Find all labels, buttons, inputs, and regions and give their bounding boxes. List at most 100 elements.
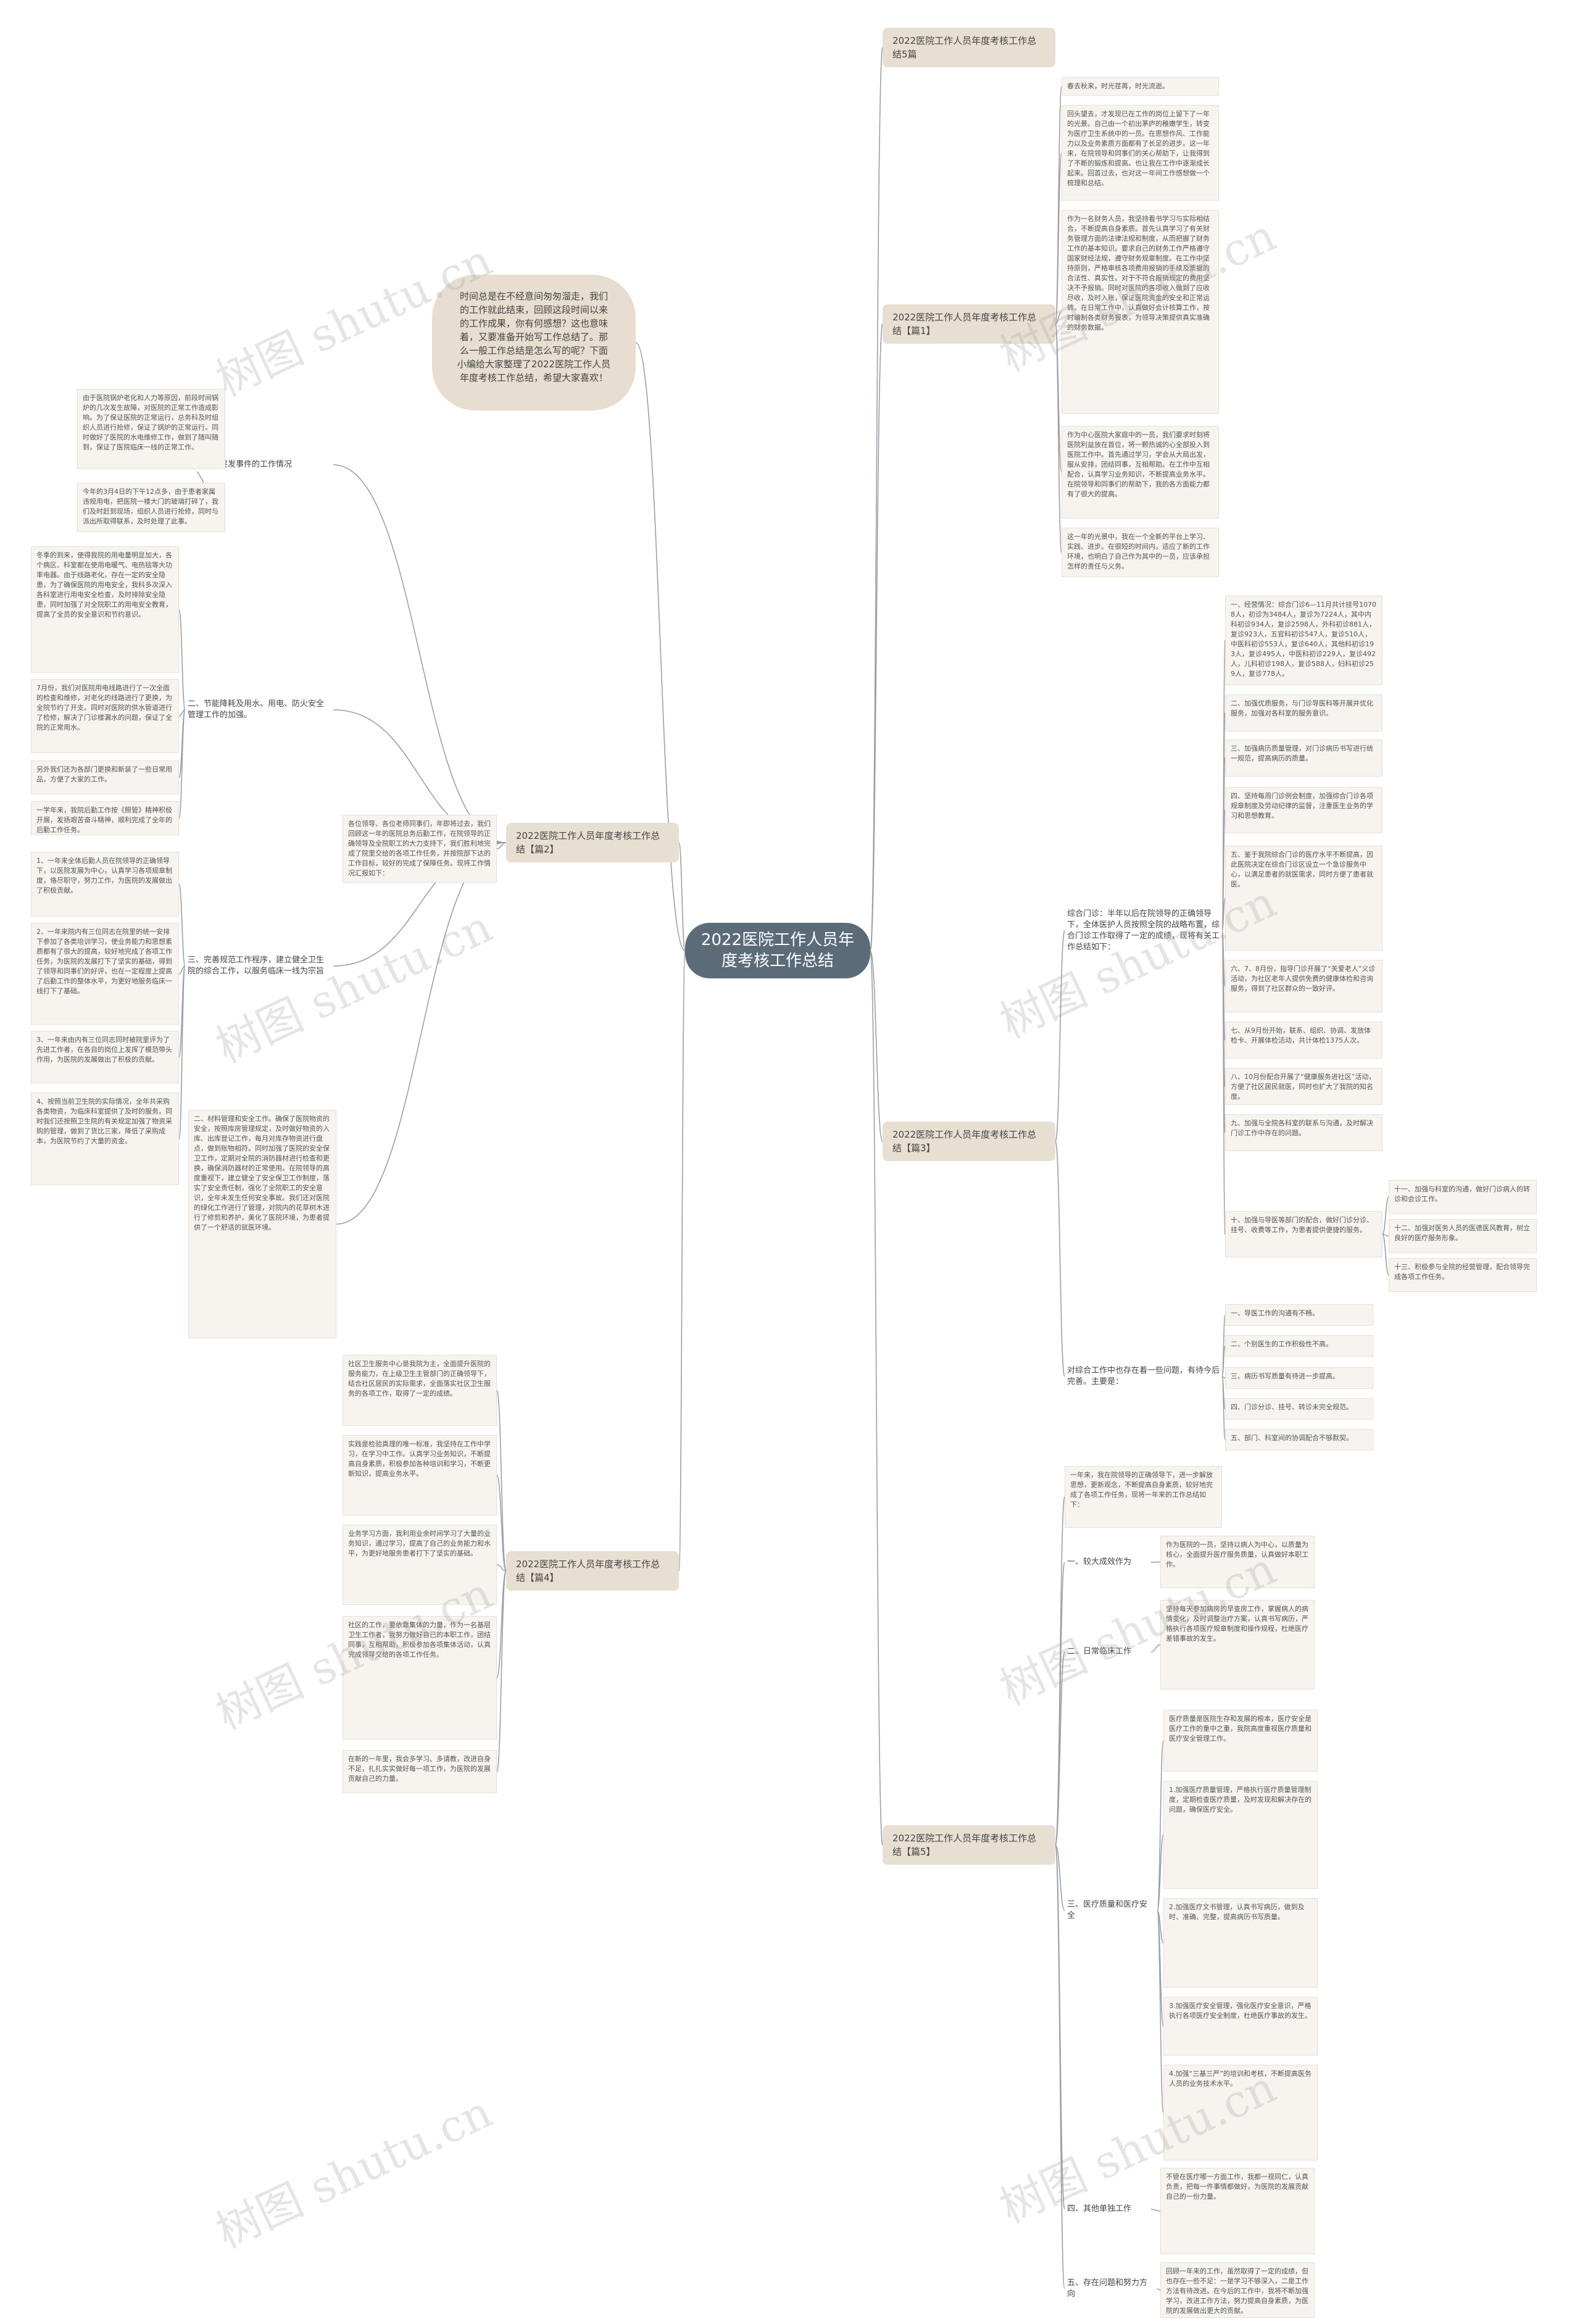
leaf-text: 作为一名财务人员，我坚持看书学习与实际相结合，不断提高自身素质。首先认真学习了有… — [1062, 210, 1219, 414]
connector-line — [1157, 1834, 1164, 1911]
connector-line — [1055, 311, 1062, 325]
leaf-text: 这一年的光景中，我在一个全新的平台上学习、实践、进步。在很短的时间内，适应了新的… — [1062, 528, 1219, 577]
leaf-text: 三、病历书写质量有待进一步提高。 — [1225, 1367, 1373, 1389]
connector-line — [178, 709, 186, 819]
branch-title[interactable]: 2022医院工作人员年度考核工作总结5篇 — [883, 28, 1055, 67]
leaf-text: 医疗质量是医院生存和发展的根本，医疗安全是医疗工作的重中之重，我院高度重视医疗质… — [1163, 1710, 1318, 1772]
connector-line — [1157, 1910, 1164, 2114]
connector-line — [1157, 1740, 1164, 1911]
leaf-text: 回头望去，才发现已在工作的岗位上留下了一年的光景。自己由一个初出茅庐的稚嫩学生，… — [1062, 105, 1219, 201]
leaf-text: 社区卫生服务中心是我院为主，全面提升医院的服务能力，在上级卫生主管部门的正确领导… — [343, 1355, 497, 1426]
leaf-text: 一年来，我在院领导的正确领导下，进一步解放思想，更新观念，不断提高自身素质，较好… — [1065, 1466, 1222, 1528]
connector-line — [1055, 1651, 1065, 1846]
connector-line — [178, 965, 186, 1139]
connector-line — [1055, 1141, 1065, 1377]
branch-part3[interactable]: 2022医院工作人员年度考核工作总结【篇3】 — [883, 1122, 1055, 1161]
leaf-text: 7月份，我们对医院用电线路进行了一次全面的检查和维修，对老化的线路进行了更换，为… — [31, 679, 179, 753]
intro-bubble: 时间总是在不经意间匆匆溜走，我们的工作就此结束，回顾这段时间以来的工作成果，你有… — [432, 275, 636, 410]
subtopic[interactable]: 三、医疗质量和医疗安全 — [1065, 1898, 1157, 1923]
subtopic[interactable]: 三、完善规范工作程序，建立健全卫生院的综合工作，以服务临床一线为宗旨 — [185, 954, 333, 978]
connector-line — [336, 842, 507, 1225]
connector-line — [1150, 2209, 1161, 2212]
leaf-text: 四、门诊分诊、挂号、转诊未完全规范。 — [1225, 1398, 1373, 1420]
leaf-text: 一学年来，我院后勤工作按《照管》精神积极开展，发扬艰苦奋斗精神，顺利完成了全年的… — [31, 801, 179, 835]
connector-line — [635, 342, 686, 951]
leaf-text: 3、一年来由内有三位同志同时被院里评为了先进工作者，在各自的岗位上发挥了模范带头… — [31, 1031, 179, 1083]
subtopic[interactable]: 二、节能降耗及用水、用电、防火安全管理工作的加强。 — [185, 698, 333, 722]
connector-line — [1150, 1561, 1161, 1563]
leaf-text: 坚持每天参加病房的早查房工作，掌握病人的病情变化，及时调整治疗方案，认真书写病历… — [1160, 1600, 1315, 1689]
connector-line — [870, 950, 883, 1846]
leaf-text: 十三、积极参与全院的经营管理，配合领导完成各项工作任务。 — [1389, 1258, 1537, 1292]
connector-line — [1382, 1196, 1389, 1235]
leaf-text: 十一、加强与科室的沟通，做好门诊病人的转诊和会诊工作。 — [1389, 1180, 1537, 1214]
leaf-text: 九、加强与全院各科室的联系与沟通，及时解决门诊工作中存在的问题。 — [1225, 1114, 1382, 1151]
connector-line — [496, 1475, 507, 1572]
subtopic[interactable]: 四、其他单独工作 — [1065, 2202, 1151, 2216]
leaf-text: 2.加强医疗文书管理，认真书写病历，做到及时、准确、完整，提高病历书写质量。 — [1163, 1898, 1318, 1988]
leaf-text: 由于医院锅炉老化和人力等原因，前段时间锅炉的几次发生故障，对医院的正常工作造成影… — [77, 389, 225, 469]
connector-line — [1221, 1345, 1226, 1377]
connector-line — [870, 47, 883, 951]
connector-line — [1382, 1233, 1389, 1276]
leaf-text: 另外我们还为各部门更换和新装了一些日常用品，方便了大家的工作。 — [31, 760, 179, 794]
branch-part4[interactable]: 2022医院工作人员年度考核工作总结【篇4】 — [506, 1551, 679, 1591]
connector-line — [1055, 1562, 1065, 1846]
leaf-text: 作为中心医院大家庭中的一员，我们要求时刻将医院利益放在首位，将一颗热诚的心全部投… — [1062, 426, 1219, 519]
leaf-text: 十、加强与导医等部门的配合，做好门诊分诊、挂号、收费等工作，为患者提供便捷的服务… — [1225, 1211, 1382, 1257]
connector-line — [496, 1564, 507, 1572]
branch-part1[interactable]: 2022医院工作人员年度考核工作总结【篇1】 — [883, 304, 1055, 344]
connector-line — [178, 965, 186, 975]
connector-line — [1055, 86, 1062, 325]
leaf-text: 五、鉴于我院综合门诊的医疗水平不断提高，因此医院决定在综合门诊区设立一个急诊服务… — [1225, 846, 1382, 951]
connector-line — [678, 950, 686, 1572]
leaf-text: 十二、加强对医务人员的医德医风教育，树立良好的医疗服务形象。 — [1389, 1219, 1537, 1253]
leaf-text: 业务学习方面，我利用业余时间学习了大量的业务知识，通过学习，提高了自己的业务能力… — [343, 1525, 497, 1605]
connector-line — [178, 883, 186, 967]
connector-line — [870, 950, 883, 1142]
leaf-text: 今年的3月4日的下午12点多，由于患者家属违规用电，把医院一楼大门的玻璃打碎了，… — [77, 483, 225, 532]
subtopic[interactable]: 五、存在问题和努力方向 — [1065, 2276, 1157, 2301]
connector-line — [1055, 1844, 1065, 2289]
leaf-text: 冬季的到来，使得我院的用电量明显加大，各个病区、科室都在使用电暖气、电热毯等大功… — [31, 546, 179, 673]
leaf-text: 二、材料管理和安全工作。确保了医院物资的安全，按照库房管理规定，及时做好物资的入… — [188, 1110, 336, 1338]
leaf-text: 3.加强医疗安全管理，强化医疗安全意识，严格执行各项医疗安全制度，杜绝医疗事故的… — [1163, 1997, 1318, 2055]
connector-line — [1055, 152, 1062, 325]
leaf-text: 1、一年来全体后勤人员在院领导的正确领导下，以医院发展为中心，认真学习各项规章制… — [31, 852, 179, 917]
connector-line — [496, 1570, 507, 1772]
connector-line — [1150, 1644, 1161, 1652]
leaf-text: 4、按照当前卫生院的实际情况，全年共采购各类物资，为临床科室提供了及时的服务。同… — [31, 1093, 179, 1185]
leaf-text: 不管在医疗哪一方面工作，我都一视同仁，认真负责，把每一件事情都做好，为医院的发展… — [1160, 2168, 1315, 2254]
leaf-text: 六、7、8月份，指导门诊开展了“关爱老人”义诊活动，为社区老年人提供免费的健康体… — [1225, 960, 1382, 1012]
connector-line — [1221, 898, 1226, 931]
connector-line — [1221, 1376, 1226, 1441]
connector-line — [1055, 930, 1065, 1142]
leaf-text: 四、坚持每周门诊例会制度，加强综合门诊各项规章制度及劳动纪律的监督，注重医生业务… — [1225, 787, 1382, 833]
branch-part5[interactable]: 2022医院工作人员年度考核工作总结【篇5】 — [883, 1825, 1055, 1865]
leaf-text: 一、经营情况：综合门诊6—11月共计挂号10708人，初诊为3484人，复诊为7… — [1225, 596, 1382, 685]
connector-line — [1157, 2288, 1161, 2291]
connector-line — [496, 1389, 507, 1572]
leaf-text: 在新的一年里，我会多学习、多请教，改进自身不足，扎扎实实做好每一项工作，为医院的… — [343, 1750, 497, 1793]
connector-line — [1055, 1844, 1065, 1911]
connector-line — [333, 464, 507, 843]
leaf-text: 二、加强优质服务，与门诊导医科等开展并优化服务，加强对各科室的服务意识。 — [1225, 694, 1382, 731]
leaf-text: 4.加强“三基三严”的培训和考核，不断提高医务人员的业务技术水平。 — [1163, 2065, 1318, 2160]
leaf-text: 一、导医工作的沟通有不畅。 — [1225, 1304, 1373, 1326]
connector-line — [1055, 323, 1062, 553]
root-topic[interactable]: 2022医院工作人员年度考核工作总结 — [685, 923, 870, 978]
leaf-text: 作为医院的一员，坚持以病人为中心，以质量为核心，全面提升医疗服务质量，认真做好本… — [1160, 1536, 1315, 1588]
leaf-text: 2、一年来院内有三位同志在院里的统一安排下参加了各类培训学习，使业务能力和思想素… — [31, 923, 179, 1025]
connector-line — [178, 609, 186, 710]
subtopic[interactable]: 二、日常临床工作 — [1065, 1645, 1151, 1659]
subtopic[interactable]: 综合门诊：半年以后在院领导的正确领导下，全体医护人员按照全院的战略布置，综合门诊… — [1065, 907, 1222, 954]
branch-part2[interactable]: 2022医院工作人员年度考核工作总结【篇2】 — [506, 823, 679, 862]
leaf-text: 实践是检验真理的唯一标准，我坚持在工作中学习，在学习中工作。认真学习业务知识，不… — [343, 1435, 497, 1515]
leaf-text: 1.加强医疗质量管理，严格执行医疗质量管理制度，定期检查医疗质量，及时发现和解决… — [1163, 1781, 1318, 1889]
subtopic[interactable]: 一、较大成效作为 — [1065, 1556, 1151, 1569]
leaf-text: 三、加强病历质量管理，对门诊病历书写进行统一规范，提高病历的质量。 — [1225, 739, 1382, 777]
leaf-text: 各位领导、各位老师同事们，年即将过去，我们回顾这一年的医院总务后勤工作，在院领导… — [343, 815, 497, 883]
connector-line — [678, 842, 686, 951]
subtopic[interactable]: 对综合工作中也存在着一些问题，有待今后完善。主要是： — [1065, 1364, 1222, 1389]
